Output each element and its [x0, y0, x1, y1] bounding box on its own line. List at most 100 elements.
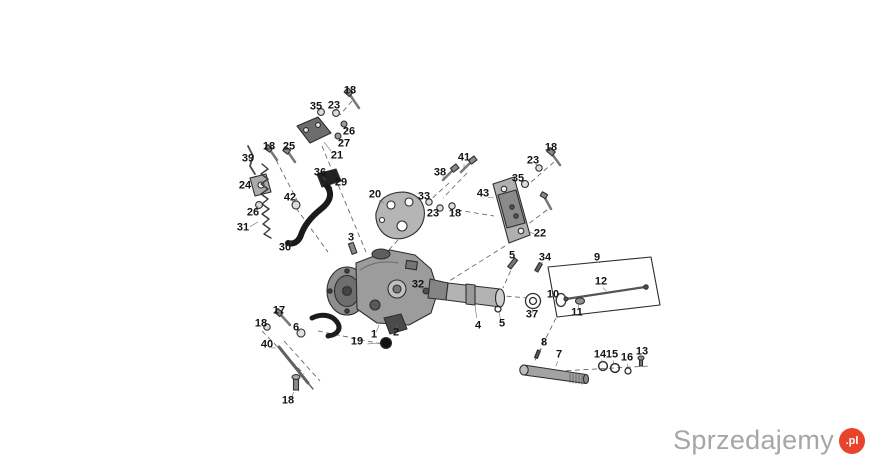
part-number-label: 35: [310, 101, 322, 113]
part-number-label: 9: [594, 252, 600, 264]
part-number-label: 4: [475, 320, 482, 332]
pin-part: [534, 261, 543, 273]
leader-line: [333, 182, 338, 185]
part-number-label: 15: [606, 349, 618, 361]
washer-large-part: [524, 292, 542, 310]
leader-line: [378, 199, 385, 204]
screw-part: [334, 132, 342, 140]
washer-part: [332, 109, 340, 117]
part-number-label: 21: [331, 150, 343, 162]
leader-line: [292, 200, 296, 203]
part-number-label: 30: [279, 242, 291, 254]
leader-line: [442, 176, 447, 179]
lower-bracket-part: [383, 313, 408, 335]
mounting-plate-part: [375, 191, 425, 240]
washer-part: [317, 108, 325, 116]
detail-box-outline: [547, 256, 661, 318]
part-number-label: 20: [369, 189, 381, 201]
part-number-label: 10: [547, 289, 559, 301]
bolt-part: [282, 146, 297, 164]
bolt-part: [637, 355, 645, 367]
knob-part: [379, 336, 393, 350]
leader-line: [601, 359, 604, 363]
assembly-axis-lines: [261, 100, 651, 394]
part-number-label: 24: [239, 180, 252, 192]
part-number-label: 16: [621, 352, 633, 364]
part-number-label: 18: [282, 395, 294, 407]
part-number-label: 29: [335, 177, 347, 189]
leader-line: [552, 151, 555, 154]
leader-line: [351, 241, 354, 244]
leader-line: [289, 151, 291, 154]
leader-line: [375, 324, 380, 333]
washer-part: [535, 164, 543, 172]
part-number-label: 37: [526, 309, 538, 321]
part-number-label: 25: [283, 141, 295, 153]
part-number-label: 39: [242, 153, 254, 165]
washer-part: [425, 198, 433, 206]
output-shaft-part: [445, 282, 506, 308]
bolt-part: [539, 191, 553, 211]
part-number-label: 17: [273, 305, 285, 317]
part-number-label: 5: [499, 318, 505, 330]
screw-part: [340, 120, 348, 128]
washer-part: [263, 323, 271, 331]
part-number-label: 8: [541, 337, 547, 349]
part-number-label: 26: [247, 207, 259, 219]
part-number-label: 18: [545, 142, 557, 154]
leader-line: [435, 209, 440, 214]
part-number-label: 5: [509, 250, 515, 262]
snap-ring-part: [597, 360, 609, 372]
rod-part: [563, 284, 649, 302]
washer-part: [436, 204, 444, 212]
pin-part: [347, 241, 358, 255]
leader-line: [270, 150, 273, 153]
part-number-label: 6: [293, 322, 299, 334]
leader-line: [577, 303, 580, 311]
leader-line: [487, 196, 495, 199]
leader-line: [538, 348, 542, 353]
leader-line: [249, 161, 253, 164]
part-number-label: 40: [261, 339, 273, 351]
leader-line: [344, 126, 348, 132]
leader-line: [640, 356, 642, 359]
leader-line: [612, 360, 615, 365]
part-number-label: 12: [595, 276, 607, 288]
bolt-part: [291, 374, 301, 391]
part-number-label: 43: [477, 188, 489, 200]
pin-part: [534, 349, 541, 360]
leader-line: [603, 287, 607, 292]
wire-link-part: [247, 145, 256, 175]
pedal-arm-part: [285, 183, 334, 247]
snap-ring-part: [494, 305, 502, 313]
part-number-label: 7: [556, 349, 562, 361]
leader-line: [532, 307, 534, 314]
leader-line: [539, 261, 543, 265]
bolt-part: [441, 163, 460, 182]
leader-line: [280, 313, 284, 316]
leader-line: [598, 261, 601, 264]
part-number-label: 42: [284, 192, 296, 204]
leader-line: [451, 208, 454, 214]
snap-ring-part: [624, 367, 632, 375]
leader-line: [527, 230, 535, 235]
leader-line: [420, 287, 425, 290]
leader-line: [351, 95, 354, 99]
pedal-pad-part: [316, 168, 342, 188]
leader-line: [248, 184, 254, 188]
watermark-text: Sprzedajemy: [673, 425, 834, 455]
leader-line: [317, 109, 321, 112]
spring-part: [260, 163, 272, 239]
part-number-label: 2: [393, 327, 399, 339]
leader-line: [290, 391, 295, 399]
leader-line: [254, 205, 259, 212]
bushing-part: [574, 297, 586, 305]
part-number-label: 26: [343, 126, 355, 138]
pin-part: [507, 257, 519, 270]
part-number-label: 23: [328, 100, 340, 112]
part-number-label: 18: [263, 141, 275, 153]
part-number-label: 18: [344, 85, 356, 97]
